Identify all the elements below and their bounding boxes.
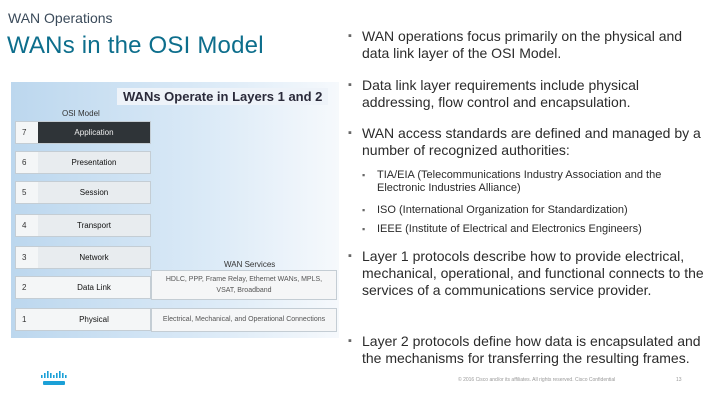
- sub-bullet-item: ▪ IEEE (Institute of Electrical and Elec…: [362, 223, 702, 236]
- bullet-marker: ▪: [362, 170, 366, 180]
- osi-layer-1: 1 Physical: [15, 308, 151, 331]
- layer-number: 5: [22, 188, 27, 197]
- bullet-item: ▪ WAN access standards are defined and m…: [348, 125, 704, 159]
- bullet-marker: ▪: [362, 205, 366, 215]
- osi-layer-3: 3 Network: [15, 246, 151, 269]
- bullet-marker: ▪: [348, 79, 352, 91]
- bullet-marker: ▪: [348, 335, 352, 347]
- sub-bullet-text: IEEE (Institute of Electrical and Electr…: [377, 223, 642, 235]
- layer-name: Application: [38, 122, 150, 143]
- bullet-marker: ▪: [362, 224, 366, 234]
- bullet-item: ▪ Layer 1 protocols describe how to prov…: [348, 248, 704, 299]
- sub-bullet-item: ▪ ISO (International Organization for St…: [362, 204, 702, 217]
- sub-bullet-text: ISO (International Organization for Stan…: [377, 204, 628, 216]
- slide-title: WANs in the OSI Model: [7, 32, 264, 59]
- bullet-text: WAN operations focus primarily on the ph…: [362, 28, 683, 61]
- layer-number: 1: [22, 315, 27, 324]
- layer-name: Physical: [79, 315, 109, 324]
- layer-name: Data Link: [77, 283, 111, 292]
- cisco-logo-icon: [41, 371, 67, 385]
- figure-heading: WANs Operate in Layers 1 and 2: [117, 88, 329, 105]
- sub-bullet-item: ▪ TIA/EIA (Telecommunications Industry A…: [362, 169, 702, 195]
- bullet-marker: ▪: [348, 250, 352, 262]
- layer-number: 4: [22, 221, 27, 230]
- osi-model-label: OSI Model: [62, 109, 100, 118]
- wan-services-title: WAN Services: [224, 260, 276, 269]
- bullet-text: WAN access standards are defined and man…: [362, 125, 701, 158]
- bullet-item: ▪ WAN operations focus primarily on the …: [348, 28, 704, 62]
- layer-name: Network: [38, 247, 150, 268]
- layer-name: Presentation: [38, 152, 150, 173]
- bullet-text: Layer 1 protocols describe how to provid…: [362, 248, 704, 298]
- bullet-text: Layer 2 protocols define how data is enc…: [362, 333, 701, 366]
- bullet-marker: ▪: [348, 127, 352, 139]
- bullet-marker: ▪: [348, 30, 352, 42]
- osi-layer-6: 6 Presentation: [15, 151, 151, 174]
- osi-layer-2: 2 Data Link: [15, 276, 151, 299]
- sub-bullet-text: TIA/EIA (Telecommunications Industry Ass…: [377, 169, 662, 194]
- layer-number: 6: [22, 158, 27, 167]
- osi-layer-4: 4 Transport: [15, 214, 151, 237]
- osi-wan-figure: WANs Operate in Layers 1 and 2 OSI Model…: [11, 82, 339, 338]
- layer-number: 2: [22, 283, 27, 292]
- physical-services-box: Electrical, Mechanical, and Operational …: [151, 308, 337, 332]
- osi-layer-7: 7 Application: [15, 121, 151, 144]
- layer-name: Transport: [38, 215, 150, 236]
- layer-number: 7: [22, 128, 27, 137]
- footer-copyright: © 2016 Cisco and/or its affiliates. All …: [458, 377, 616, 383]
- slide-kicker: WAN Operations: [8, 10, 113, 26]
- bullet-text: Data link layer requirements include phy…: [362, 77, 640, 110]
- bullet-item: ▪ Layer 2 protocols define how data is e…: [348, 333, 704, 367]
- datalink-services-box: HDLC, PPP, Frame Relay, Ethernet WANs, M…: [151, 270, 337, 300]
- layer-name: Session: [38, 182, 150, 203]
- layer-number: 3: [22, 253, 27, 262]
- bullet-item: ▪ Data link layer requirements include p…: [348, 77, 704, 111]
- page-number: 13: [676, 377, 682, 383]
- osi-layer-5: 5 Session: [15, 181, 151, 204]
